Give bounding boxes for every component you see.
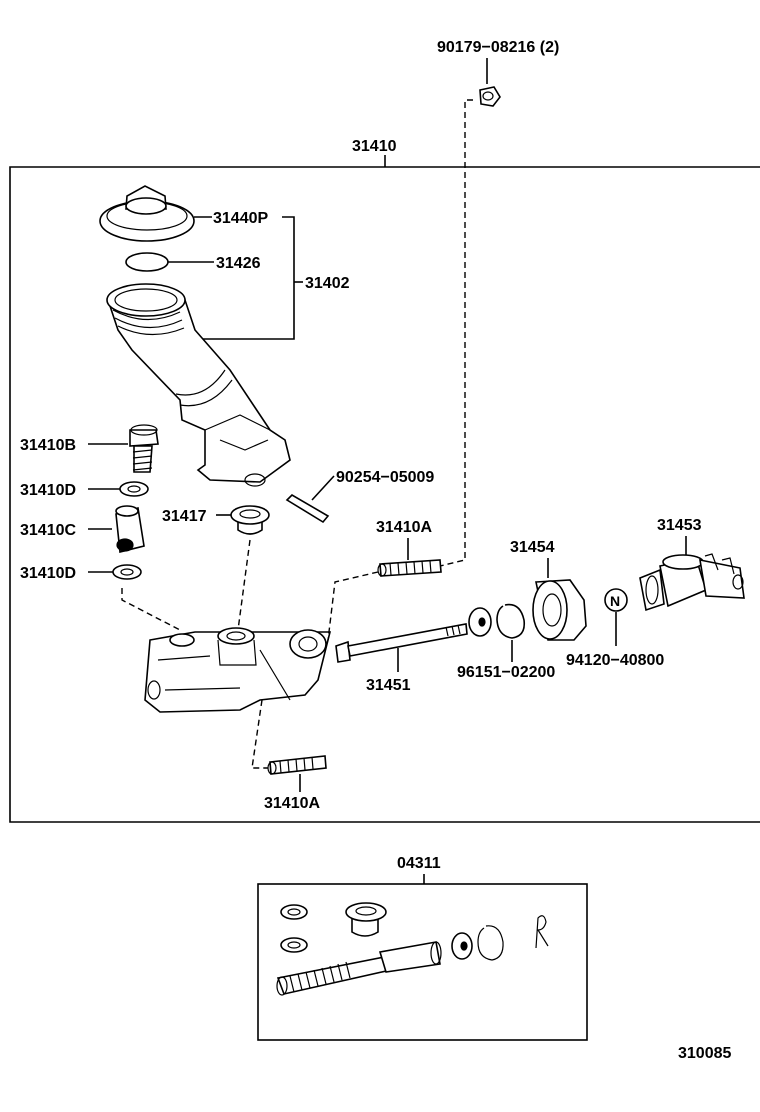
label-04311: 04311 [397,855,441,872]
repair-kit-washer-bot-icon [280,937,308,953]
washer-31410D-top-icon [119,481,149,497]
nut-symbol: N [610,593,620,609]
repair-kit-snap-ring-icon [477,925,504,961]
label-96151-02200: 96151−02200 [457,664,555,681]
label-31451: 31451 [366,677,411,694]
label-31410D-top: 31410D [20,482,76,499]
leader-90254 [311,475,335,501]
label-90179-08216: 90179−08216 (2) [437,39,559,56]
label-31454: 31454 [510,539,555,556]
spring-31410A-bot-icon [267,755,327,775]
label-31410C: 31410C [20,522,76,539]
label-31410A-top: 31410A [376,519,432,536]
pin-90254-icon [285,493,330,524]
label-31410: 31410 [352,138,397,155]
dash-31410A-top [327,571,379,641]
assembly-frame [9,166,760,823]
diagram-code: 310085 [678,1045,731,1062]
label-31440P: 31440P [213,210,268,227]
repair-kit-clip-icon [535,915,549,949]
push-rod-31451-icon [335,623,468,663]
repair-kit-grommet-icon [345,902,387,937]
washer-31410D-bot-icon [112,564,142,580]
clevis-31453-icon [639,553,745,612]
rod-washer-icon [468,607,492,637]
gasket-31426-icon [125,252,169,272]
snap-ring-96151-icon [496,603,526,639]
label-31410A-bot: 31410A [264,795,320,812]
reservoir-tank-icon [106,283,291,487]
nut-90179-icon [479,86,501,107]
nut-94120-icon: N [604,588,628,612]
label-31410B: 31410B [20,437,76,454]
dash-31410A-bot [251,699,268,769]
label-31417: 31417 [162,508,207,525]
grommet-31417-icon [230,505,270,535]
master-cylinder-body-icon [144,627,332,713]
label-31426: 31426 [216,255,261,272]
repair-kit-washer-top-icon [280,904,308,920]
label-31410D-bot: 31410D [20,565,76,582]
repair-kit-washer-icon [451,932,473,960]
dash-washer-to-body [121,588,181,631]
label-31453: 31453 [657,517,702,534]
spring-31410A-top-icon [377,559,442,577]
label-94120-40800: 94120−40800 [566,652,664,669]
dash-grommet-to-body [237,539,251,631]
label-90254-05009: 90254−05009 [336,469,434,486]
reservoir-cap-icon [99,185,195,242]
bracket-31402 [190,216,295,340]
repair-kit-frame [257,883,588,1041]
label-31402: 31402 [305,275,350,292]
union-31410C-icon [115,505,145,553]
dash-nut-to-body [439,99,473,567]
boot-31454-icon [532,579,587,641]
bolt-31410B-icon [129,424,159,473]
repair-kit-piston-icon [276,941,442,996]
